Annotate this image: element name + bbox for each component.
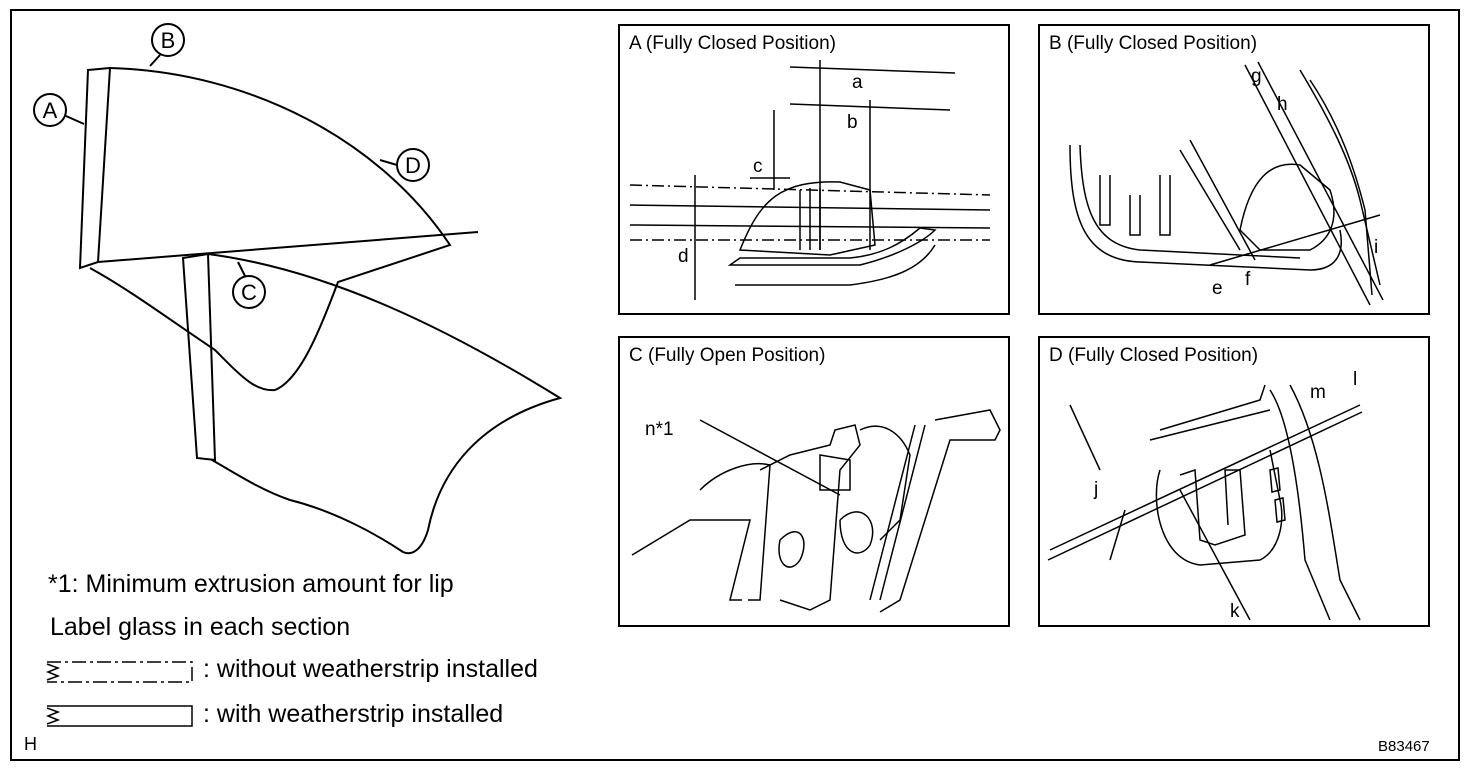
dim-f: f — [1245, 269, 1251, 290]
callout-a-label: A — [43, 98, 58, 123]
panel-b-frame — [1038, 24, 1430, 315]
dim-k: k — [1230, 601, 1240, 622]
legend-symbols — [45, 661, 193, 727]
callout-b-circle — [151, 23, 185, 57]
callout-c-circle — [232, 275, 266, 309]
panel-a-sketch — [629, 60, 991, 300]
panel-c-title: C (Fully Open Position) — [629, 345, 825, 366]
panel-d-title: D (Fully Closed Position) — [1049, 345, 1258, 366]
panel-c-frame — [618, 336, 1010, 627]
dim-b: b — [847, 112, 858, 133]
glass-edge-c — [181, 252, 217, 462]
panel-b-sketch — [1069, 61, 1384, 306]
callout-a-circle — [33, 93, 67, 127]
glass-edge-a — [78, 66, 112, 270]
panel-a-frame — [618, 24, 1010, 315]
dim-g: g — [1251, 66, 1262, 87]
dim-i: i — [1374, 237, 1378, 258]
panel-b-title: B (Fully Closed Position) — [1049, 33, 1257, 54]
dim-a: a — [852, 72, 863, 93]
dim-j: j — [1093, 479, 1098, 500]
legend-with-weatherstrip: : with weatherstrip installed — [203, 700, 504, 728]
figure-id: B83467 — [1378, 738, 1430, 755]
panel-a-title: A (Fully Closed Position) — [629, 33, 836, 54]
dim-d: d — [678, 246, 689, 267]
figure-frame — [10, 9, 1460, 761]
dim-m: m — [1310, 382, 1326, 403]
dim-l: l — [1353, 369, 1357, 390]
glass-overview — [33, 23, 563, 555]
corner-letter: H — [24, 734, 37, 754]
panel-d-sketch — [1047, 384, 1363, 621]
callout-d-label: D — [405, 153, 421, 178]
panel-c-sketch — [631, 409, 1001, 613]
dim-h: h — [1277, 94, 1288, 115]
legend-without-weatherstrip: : without weatherstrip installed — [203, 655, 538, 683]
dim-n1: n*1 — [645, 419, 674, 440]
panel-d-frame — [1038, 336, 1430, 627]
callout-c-label: C — [241, 280, 257, 305]
label-glass-note: Label glass in each section — [50, 613, 351, 641]
dim-c: c — [753, 156, 763, 177]
dim-e: e — [1212, 278, 1223, 299]
callout-b-label: B — [161, 28, 176, 53]
footnote-minimum-extrusion: *1: Minimum extrusion amount for lip — [48, 570, 454, 598]
